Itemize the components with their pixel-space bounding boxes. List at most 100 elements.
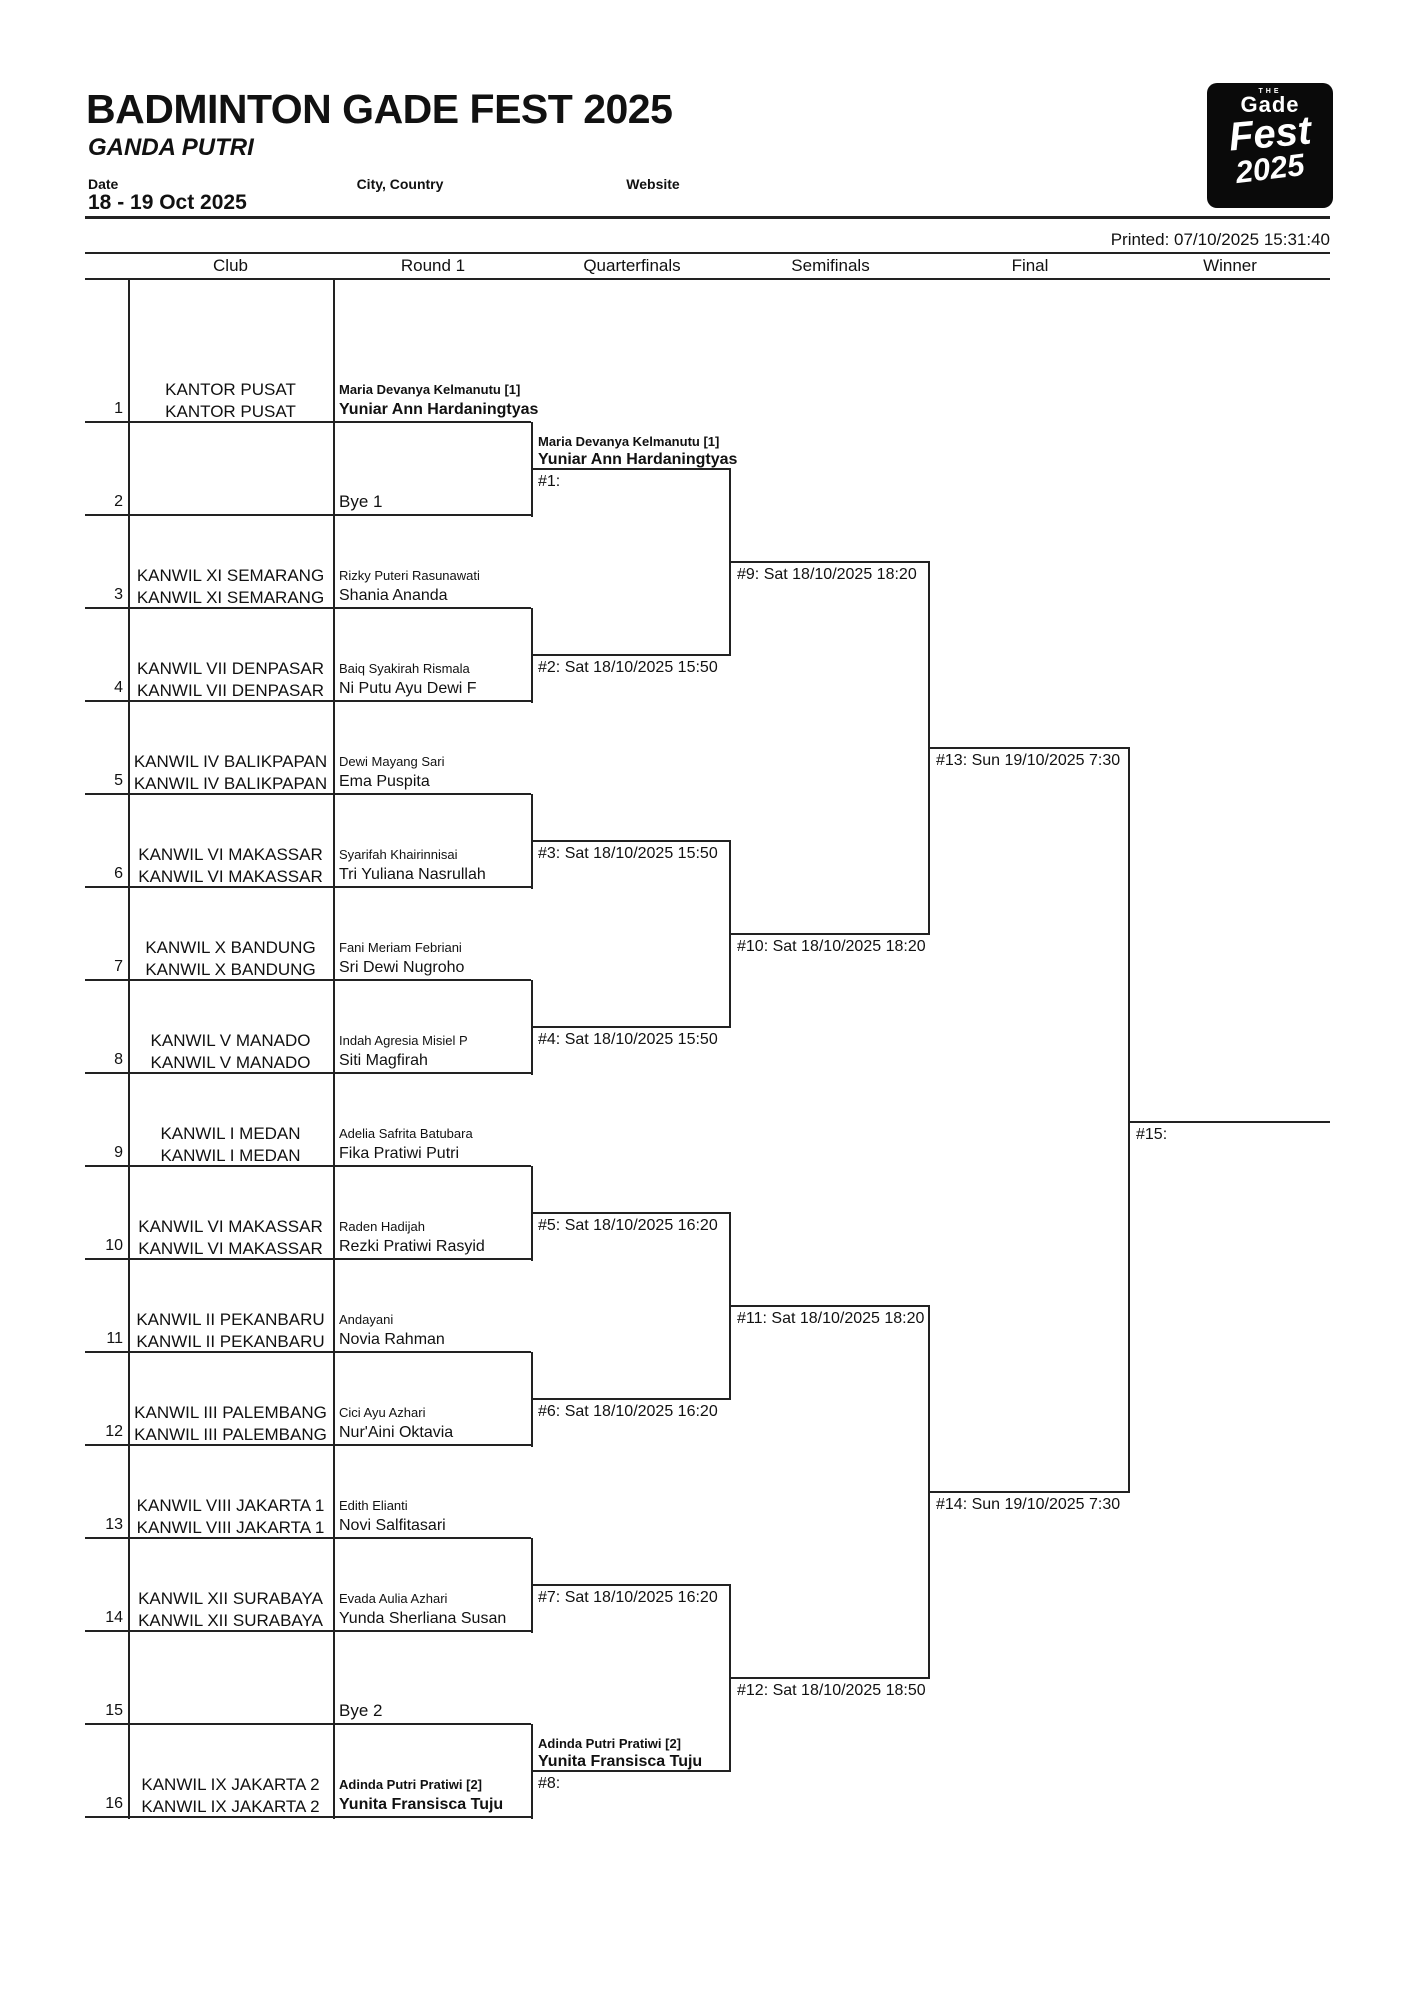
club-line-2: KANWIL VI MAKASSAR <box>138 1239 323 1258</box>
match-5-label: #5: Sat 18/10/2025 16:20 <box>538 1217 718 1234</box>
player-2: Yunita Fransisca Tuju <box>339 1796 504 1813</box>
entry-15: 15 Bye 2 <box>85 1677 531 1725</box>
player-1: Adinda Putri Pratiwi [2] <box>339 1777 483 1792</box>
club-name: KANWIL V MANADO KANWIL V MANADO <box>128 1030 333 1074</box>
match-4-label: #4: Sat 18/10/2025 15:50 <box>538 1031 718 1048</box>
player-1: Baiq Syakirah Rismala <box>339 661 470 676</box>
club-line-1: KANWIL VII DENPASAR <box>136 659 325 678</box>
bracket-line <box>930 1491 1130 1493</box>
club-line-2: KANWIL XII SURABAYA <box>138 1611 323 1630</box>
match-2-label: #2: Sat 18/10/2025 15:50 <box>538 659 718 676</box>
column-header-semifinals: Semifinals <box>791 256 870 275</box>
tournament-dates: 18 - 19 Oct 2025 <box>88 191 247 214</box>
city-country-label: City, Country <box>356 176 444 192</box>
player-2: Ni Putu Ayu Dewi F <box>339 680 477 697</box>
club-name: KANWIL XI SEMARANG KANWIL XI SEMARANG <box>128 565 333 609</box>
bracket-line <box>731 1677 930 1679</box>
match-11-label: #11: Sat 18/10/2025 18:20 <box>737 1310 925 1327</box>
seed-number: 5 <box>114 772 123 789</box>
club-line-2: KANWIL II PEKANBARU <box>136 1332 325 1351</box>
bracket-line <box>1128 747 1130 1493</box>
club-line-2: KANWIL I MEDAN <box>160 1146 301 1165</box>
date-label: Date <box>88 176 119 192</box>
bracket-line <box>533 654 731 656</box>
bracket-line <box>731 1305 930 1307</box>
bye-label: Bye 2 <box>339 1701 383 1720</box>
player-2: Sri Dewi Nugroho <box>339 959 465 976</box>
bracket-line <box>533 1770 731 1772</box>
event-name: GANDA PUTRI <box>88 134 254 161</box>
logo-brand: Gade <box>1240 92 1300 117</box>
page-title: BADMINTON GADE FEST 2025 <box>86 86 673 132</box>
player-1: Fani Meriam Febriani <box>339 940 462 955</box>
player-1: Andayani <box>339 1312 394 1327</box>
bracket-line <box>531 794 533 889</box>
seed-number: 14 <box>105 1609 123 1626</box>
bracket-line <box>729 1212 731 1400</box>
divider <box>85 278 1330 280</box>
club-line-1: KANWIL I MEDAN <box>160 1124 301 1143</box>
bracket-line <box>930 747 1130 749</box>
player-2: Yunda Sherliana Susan <box>339 1610 507 1627</box>
player-2: Ema Puspita <box>339 773 430 790</box>
club-line-2: KANWIL XI SEMARANG <box>136 588 325 607</box>
club-line-2: KANWIL V MANADO <box>150 1053 311 1072</box>
bracket-line <box>928 1305 930 1679</box>
match-9-label: #9: Sat 18/10/2025 18:20 <box>737 566 917 583</box>
club-line-2: KANWIL X BANDUNG <box>145 960 316 979</box>
match1-winner-player-1: Maria Devanya Kelmanutu [1] <box>538 434 720 449</box>
column-header-final: Final <box>1011 256 1049 275</box>
match1-winner-player-2: Yuniar Ann Hardaningtyas <box>538 451 738 468</box>
club-line-2: KANWIL VI MAKASSAR <box>138 867 323 886</box>
column-header-winner: Winner <box>1203 256 1257 275</box>
club-line-1: KANWIL II PEKANBARU <box>136 1310 325 1329</box>
gade-fest-logo: THE Gade Fest 2025 <box>1207 83 1333 208</box>
bracket-line <box>531 608 533 703</box>
match8-winner-player-2: Yunita Fransisca Tuju <box>538 1753 703 1770</box>
bracket-line <box>531 980 533 1075</box>
match8-winner-player-1: Adinda Putri Pratiwi [2] <box>538 1736 682 1751</box>
bracket-line <box>531 1538 533 1633</box>
player-2: Novi Salfitasari <box>339 1517 446 1534</box>
player-1: Adelia Safrita Batubara <box>339 1126 473 1141</box>
match-7-label: #7: Sat 18/10/2025 16:20 <box>538 1589 718 1606</box>
column-header-club: Club <box>213 256 248 275</box>
entry-14: 14 KANWIL XII SURABAYA KANWIL XII SURABAY… <box>85 1584 531 1632</box>
club-line-1: KANWIL XI SEMARANG <box>136 566 325 585</box>
player-2: Nur'Aini Oktavia <box>339 1424 454 1441</box>
website-label: Website <box>626 176 680 192</box>
bracket-line <box>531 422 533 517</box>
bracket-line <box>533 840 731 842</box>
club-line-1: KANWIL XII SURABAYA <box>138 1589 323 1608</box>
bracket-line <box>729 468 731 656</box>
player-1: Maria Devanya Kelmanutu [1] <box>339 382 521 397</box>
seed-number: 15 <box>105 1702 123 1719</box>
seed-number: 16 <box>105 1795 123 1812</box>
seed-number: 3 <box>114 586 123 603</box>
entry-3: 3 KANWIL XI SEMARANG KANWIL XI SEMARANG R… <box>85 561 531 609</box>
player-1: Rizky Puteri Rasunawati <box>339 568 480 583</box>
club-name: KANWIL II PEKANBARU KANWIL II PEKANBARU <box>128 1309 333 1353</box>
club-line-1: KANWIL V MANADO <box>150 1031 311 1050</box>
player-2: Yuniar Ann Hardaningtyas <box>339 401 539 418</box>
club-line-1: KANWIL III PALEMBANG <box>134 1403 327 1422</box>
club-line-1: KANWIL X BANDUNG <box>145 938 316 957</box>
column-header-round1: Round 1 <box>400 256 466 275</box>
player-1: Edith Elianti <box>339 1498 408 1513</box>
entry-2: 2 Bye 1 <box>85 468 531 516</box>
